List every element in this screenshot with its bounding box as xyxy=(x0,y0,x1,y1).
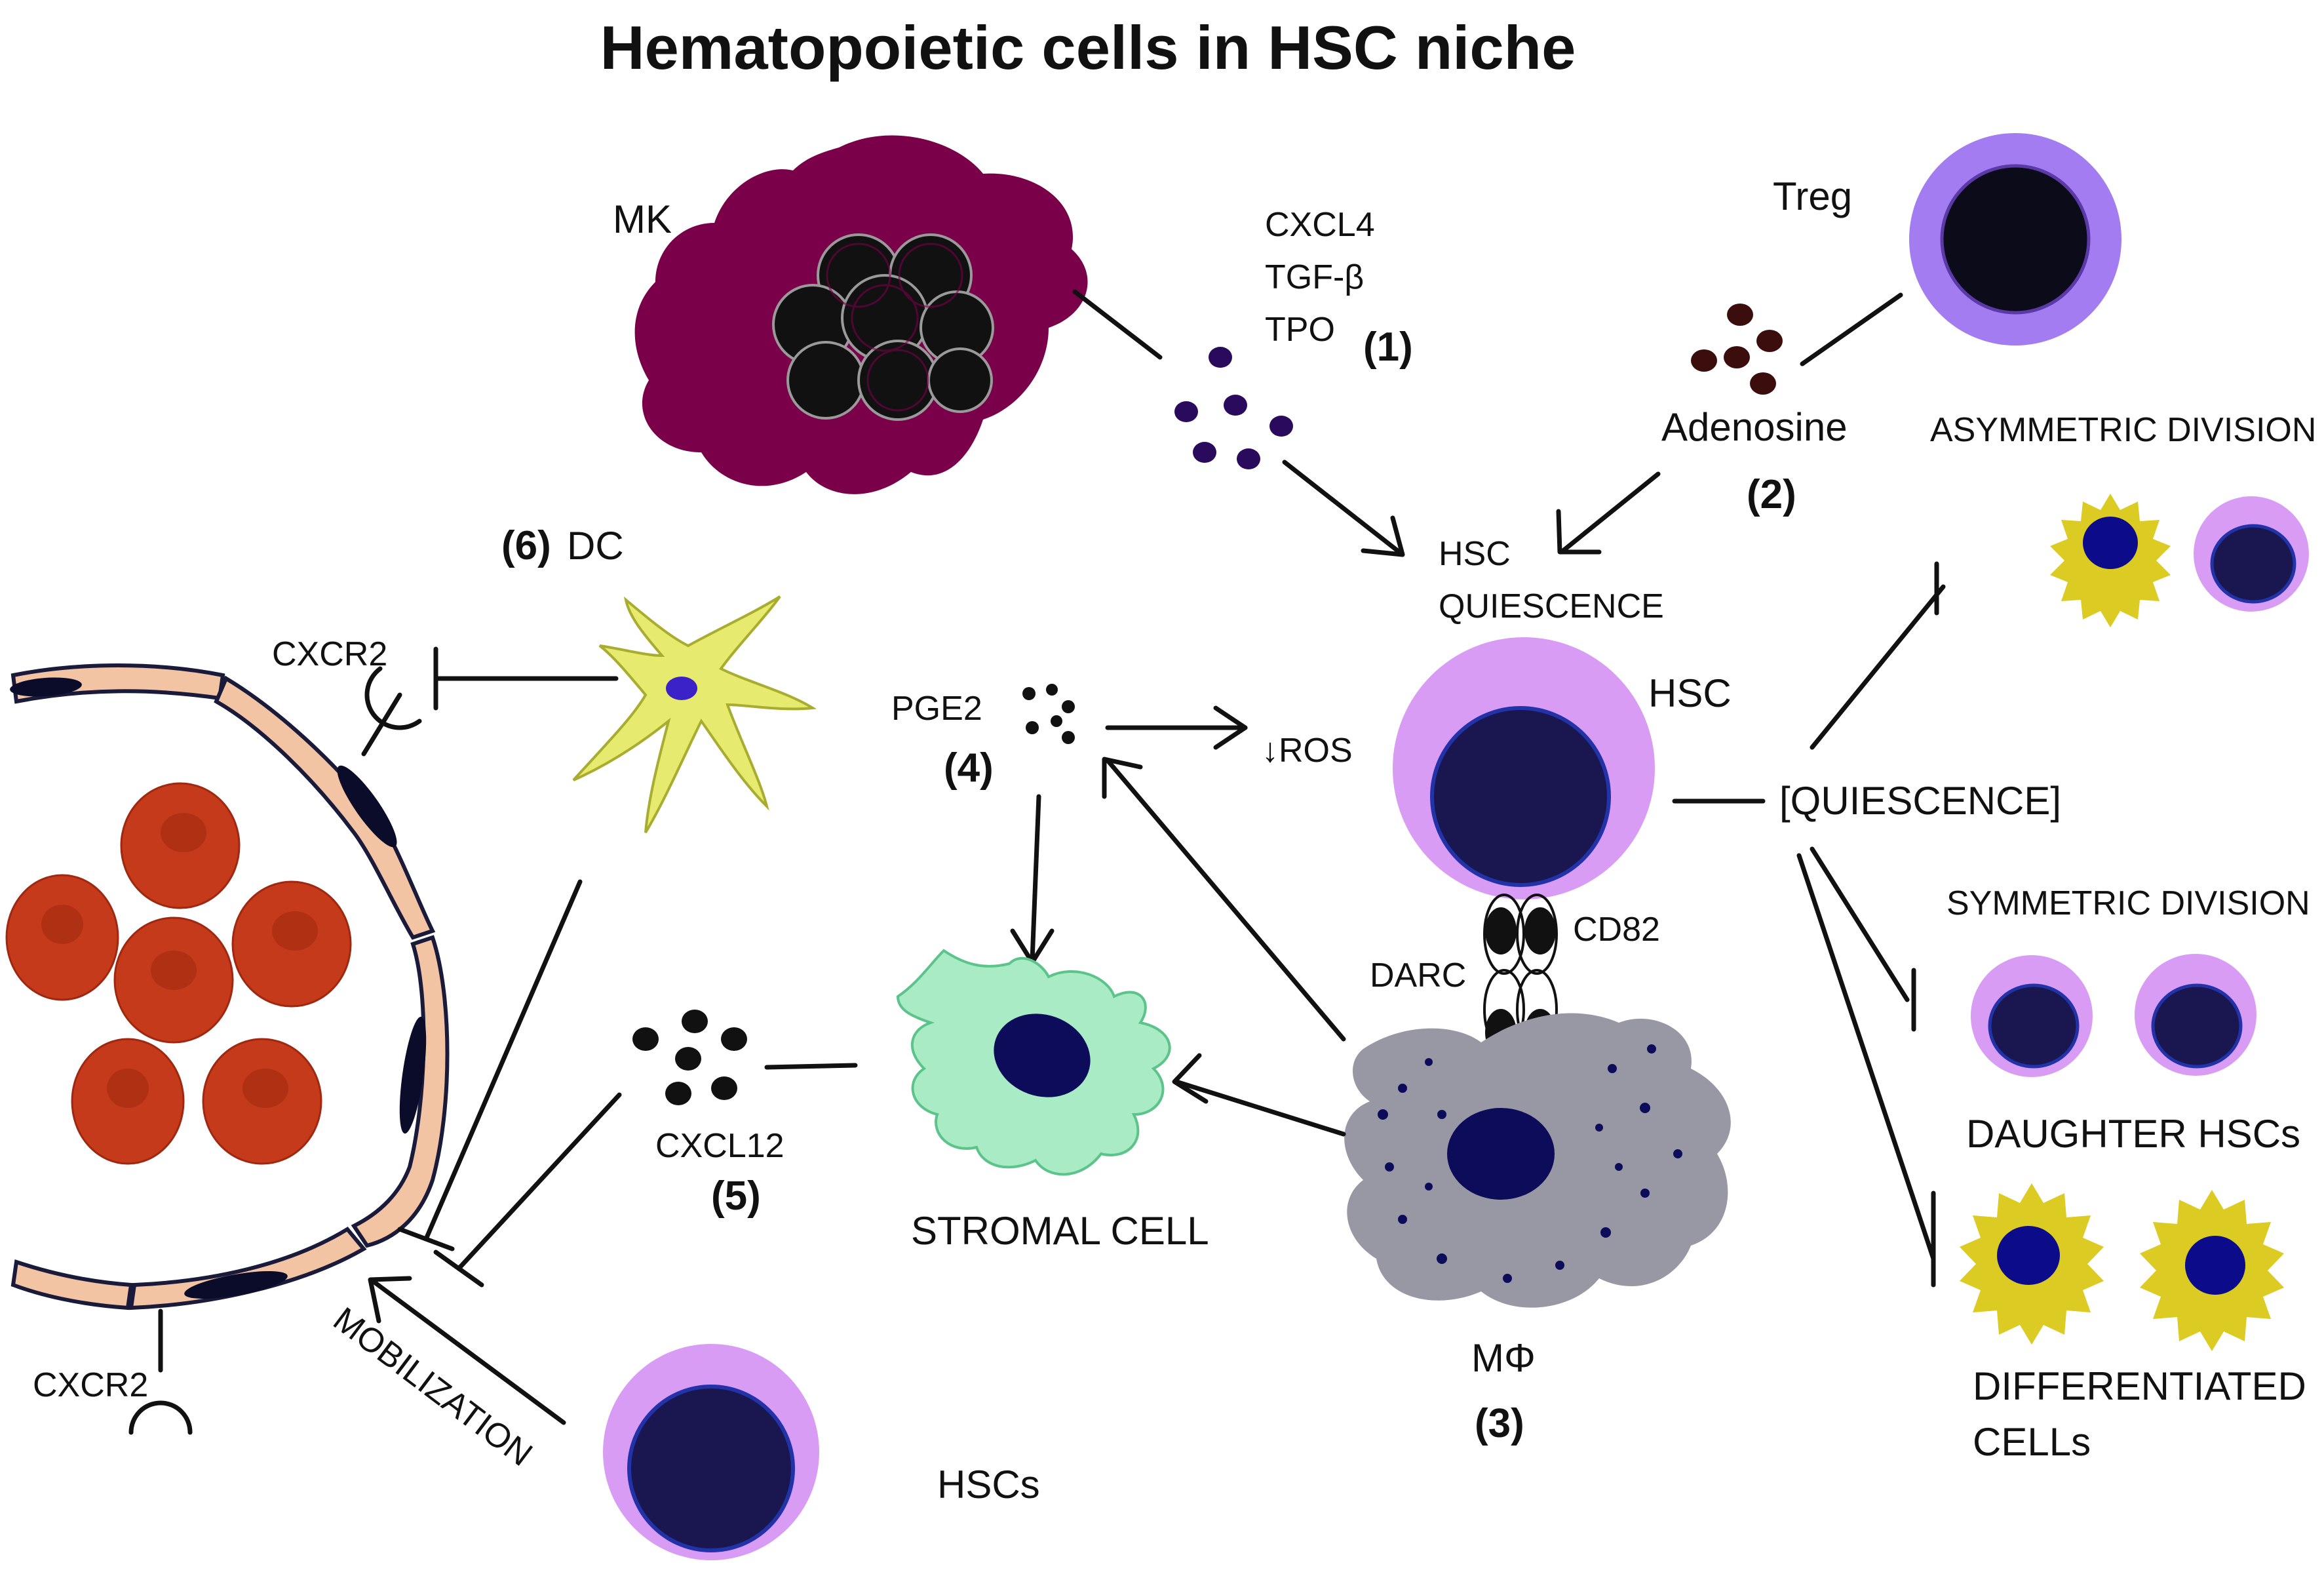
cxcr2-top-label: CXCR2 xyxy=(272,635,387,673)
blood-vessel xyxy=(5,663,450,1435)
dendritic-cell xyxy=(572,595,817,834)
cxcl4-label: CXCL4 xyxy=(1265,206,1375,244)
central-hsc xyxy=(1393,637,1655,899)
step-1-label: (1) xyxy=(1363,325,1413,370)
symmetric-division-label: SYMMETRIC DIVISION xyxy=(1946,884,2310,922)
differentiated-label-line1: DIFFERENTIATED xyxy=(1973,1364,2306,1408)
daughter-hscs-label: DAUGHTER HSCs xyxy=(1966,1112,2300,1156)
ros-label: ↓ROS xyxy=(1262,732,1353,770)
step-6-label: (6) xyxy=(501,523,551,568)
cxcl12-label: CXCL12 xyxy=(655,1127,784,1165)
mk-to-factors-line xyxy=(1072,289,1163,360)
pge2-molecules xyxy=(1022,684,1075,744)
adenosine-molecules xyxy=(1691,304,1783,395)
dc-inhibits-mobilization xyxy=(397,879,583,1251)
hsc-quiescence-label-line1: HSC xyxy=(1439,535,1511,573)
cxcl12-inhibits-mobilization xyxy=(433,1092,622,1288)
pge2-to-stromal-arrow xyxy=(1010,794,1055,965)
mk-label: MK xyxy=(613,197,672,241)
adenosine-label: Adenosine xyxy=(1661,405,1848,449)
quiescence-inhibits-differentiation xyxy=(1796,853,1936,1288)
macrophage xyxy=(1344,1013,1731,1308)
treg-to-adenosine-line xyxy=(1800,292,1903,366)
cxcr2-receptor-bottom xyxy=(128,1309,193,1435)
symmetric-daughter-hsc-1 xyxy=(1971,955,2093,1077)
cxcr2-bottom-label: CXCR2 xyxy=(33,1366,148,1404)
step-4-label: (4) xyxy=(944,745,994,791)
mobilization-arrow xyxy=(368,1276,566,1425)
tpo-label: TPO xyxy=(1265,311,1335,349)
pge2-to-ros-arrow xyxy=(1105,705,1248,750)
mobilizing-hsc xyxy=(603,1344,819,1560)
treg-label: Treg xyxy=(1773,174,1852,218)
step-3-label: (3) xyxy=(1475,1401,1524,1446)
hsc-label: HSC xyxy=(1648,671,1732,715)
stromal-to-cxcl12-line xyxy=(764,1063,858,1070)
factors-to-quiescence-arrow xyxy=(1282,460,1405,557)
hsc-quiescence-label-line2: QUIESCENCE xyxy=(1439,587,1664,625)
stromal-cell xyxy=(896,949,1171,1176)
tgfb-label: TGF-β xyxy=(1265,258,1364,296)
asymmetric-division-label: ASYMMETRIC DIVISION xyxy=(1930,411,2316,449)
pge2-label: PGE2 xyxy=(891,690,982,728)
endothelial-nuclei xyxy=(10,677,427,1299)
macrophage-to-pge2-arrow xyxy=(1102,757,1346,1042)
asymmetric-daughter-hsc xyxy=(2194,496,2309,612)
cxcr2-receptor-top xyxy=(361,666,422,757)
diagram-title: Hematopoietic cells in HSC niche xyxy=(600,13,1576,82)
adenosine-to-quiescence-arrow xyxy=(1556,471,1661,555)
quiescence-inhibits-symmetric xyxy=(1810,846,1916,1032)
symmetric-daughter-hsc-2 xyxy=(2135,954,2256,1076)
asymmetric-differentiated-cell xyxy=(2050,494,2171,627)
stromal-cell-label: STROMAL CELL xyxy=(911,1209,1209,1253)
differentiated-label-line2: CELLs xyxy=(1973,1420,2091,1464)
darc-label: DARC xyxy=(1370,956,1466,994)
differentiated-cell-2 xyxy=(2140,1190,2284,1351)
cd82-label: CD82 xyxy=(1573,911,1660,949)
step-5-label: (5) xyxy=(711,1173,761,1219)
quiescence-bracket-label: [QUIESCENCE] xyxy=(1779,779,2061,823)
hscs-label: HSCs xyxy=(937,1463,1040,1506)
differentiated-cell-1 xyxy=(1960,1183,2104,1345)
mk-secreted-factors xyxy=(1174,347,1293,469)
cxcl12-molecules xyxy=(632,1010,747,1105)
macrophage-to-stromal-arrow xyxy=(1172,1053,1346,1137)
treg-cell xyxy=(1909,133,2121,345)
step-2-label: (2) xyxy=(1747,472,1796,517)
dc-label: DC xyxy=(567,524,624,568)
dc-inhibits-cxcr2 xyxy=(433,646,619,711)
macrophage-label: MΦ xyxy=(1471,1336,1536,1380)
quiescence-inhibits-asymmetric xyxy=(1810,561,1946,750)
megakaryocyte xyxy=(634,135,1088,494)
